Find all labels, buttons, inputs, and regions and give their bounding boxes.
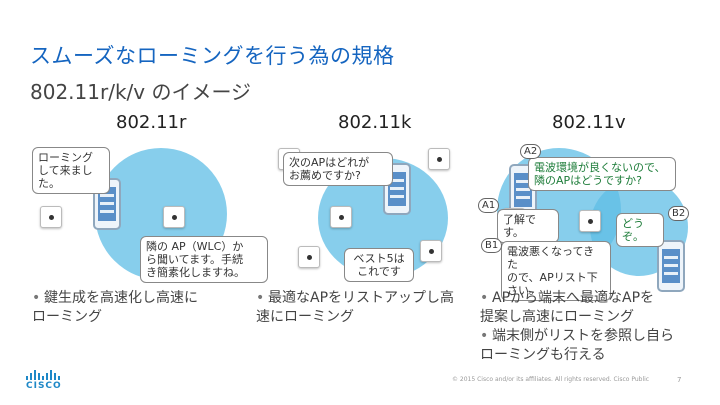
access-point-icon	[579, 210, 601, 232]
access-point-icon	[298, 246, 320, 268]
column-heading-11r: 802.11r	[116, 112, 187, 133]
access-point-icon	[163, 206, 185, 228]
bullet-text: APから端末へ最適なAPを 提案し高速にローミング	[480, 290, 655, 325]
speech-bubble: ローミング して来まし た。	[32, 147, 110, 194]
speech-bubble: 隣の AP（WLC）か ら聞いてます。手続 き簡素化しますね。	[140, 236, 268, 283]
bullet-item: •鍵生成を高速化し高速に ローミング	[32, 289, 242, 327]
speech-bubble: 了解です。	[497, 209, 559, 243]
bullet-symbol: •	[480, 328, 489, 344]
bullet-symbol: •	[480, 290, 489, 306]
access-point-icon	[330, 206, 352, 228]
bullet-text: 最適なAPをリストアップし高 速にローミング	[256, 290, 455, 325]
bullet-text: 鍵生成を高速化し高速に ローミング	[32, 290, 198, 325]
page-number: 7	[677, 376, 682, 384]
step-tag-b2: B2	[668, 206, 690, 221]
speech-bubble: 電波悪くなってきた ので、APリスト下 さい。	[501, 241, 611, 301]
page-subtitle: 802.11r/k/v のイメージ	[30, 80, 252, 104]
step-tag-a1: A1	[478, 198, 500, 213]
step-tag-b1: B1	[481, 238, 503, 253]
footer-copyright: © 2015 Cisco and/or its affiliates. All …	[452, 376, 650, 383]
bullet-symbol: •	[32, 290, 41, 306]
bullet-symbol: •	[256, 290, 265, 306]
bullet-item: •最適なAPをリストアップし高 速にローミング	[256, 289, 476, 327]
bullet-item: •APから端末へ最適なAPを 提案し高速にローミング	[480, 289, 710, 327]
speech-bubble: 電波環境が良くないので、 隣のAPはどうですか?	[528, 157, 676, 191]
smartphone-icon	[509, 164, 537, 216]
access-point-icon	[420, 240, 442, 262]
bullet-item: •端末側がリストを参照し自ら ローミングも行える	[480, 327, 710, 365]
smartphone-icon	[657, 240, 685, 292]
cisco-logo: CISCO	[26, 361, 62, 391]
speech-bubble: どうぞ。	[616, 213, 664, 247]
speech-bubble: 次のAPはどれが お薦めですか?	[283, 152, 393, 186]
bullet-text: 端末側がリストを参照し自ら ローミングも行える	[480, 328, 674, 363]
column-heading-11v: 802.11v	[552, 112, 626, 133]
page-title: スムーズなローミングを行う為の規格	[30, 44, 395, 68]
step-tag-a2: A2	[520, 144, 542, 159]
column-heading-11k: 802.11k	[338, 112, 412, 133]
access-point-icon	[428, 148, 450, 170]
access-point-icon	[40, 206, 62, 228]
cisco-logo-text: CISCO	[26, 381, 62, 391]
speech-bubble: ベスト5は これです	[344, 248, 414, 282]
